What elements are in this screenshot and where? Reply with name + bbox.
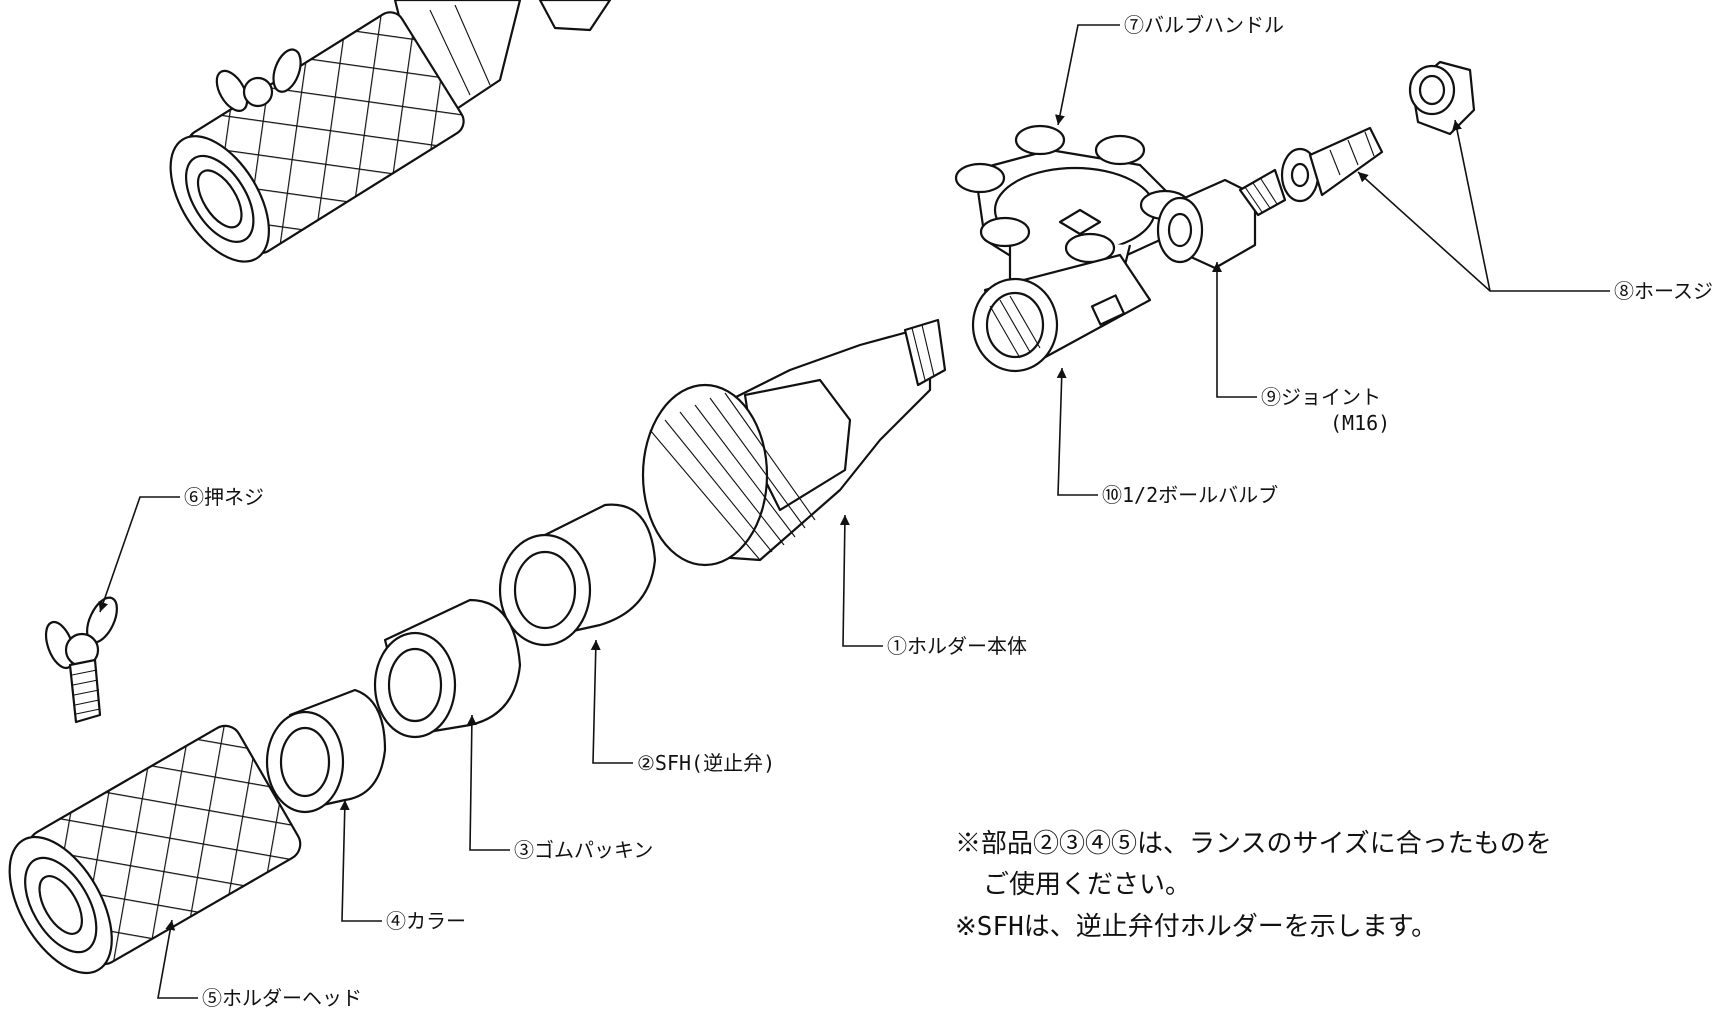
note-sfh-definition: ※SFHは、逆止弁付ホルダーを示します。 — [955, 912, 1437, 942]
note-parts-size: ※部品②③④⑤は、ランスのサイズに合ったものを — [955, 829, 1552, 859]
label-push-screw: ⑥押ネジ — [184, 485, 264, 509]
label-joint: ⑨ジョイント — [1261, 385, 1381, 409]
collar-illustration — [265, 688, 387, 814]
label-rubber-packing: ③ゴムパッキン — [514, 838, 653, 862]
holder-head-illustration — [8, 724, 302, 975]
hose-joint-illustration — [1280, 60, 1476, 203]
holder-body-illustration — [641, 318, 947, 567]
sfh-check-valve-illustration — [498, 503, 657, 647]
label-sfh-check-valve: ②SFH(逆止弁) — [637, 751, 775, 775]
label-holder-body: ①ホルダー本体 — [887, 634, 1027, 658]
note-parts-size-cont: ご使用ください。 — [983, 870, 1191, 900]
label-joint-size: (M16) — [1330, 411, 1390, 435]
joint-m16-illustration — [1156, 168, 1287, 270]
rubber-packing-illustration — [373, 598, 522, 739]
label-collar: ④カラー — [386, 909, 466, 933]
label-valve-handle: ⑦バルブハンドル — [1124, 13, 1284, 37]
ball-valve-illustration — [971, 253, 1152, 373]
leader-lines — [98, 24, 1610, 999]
label-holder-head: ⑤ホルダーヘッド — [202, 986, 362, 1010]
label-ball-valve: ⑩1/2ボールバルブ — [1102, 483, 1278, 507]
push-screw-illustration — [44, 596, 118, 724]
label-hose-joint: ⑧ホースジョイント — [1614, 279, 1714, 303]
assembled-holder-illustration — [169, 0, 612, 263]
